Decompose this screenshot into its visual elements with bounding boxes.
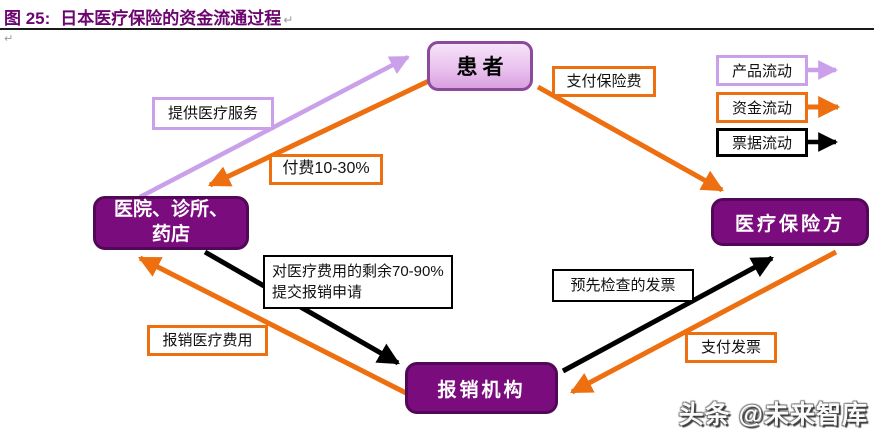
node-hospital-clinic-pharmacy: 医院、诊所、药店 (93, 196, 249, 250)
edge-label-prechecked-invoice: 预先检查的发票 (552, 269, 694, 302)
arrow-pay-premium (536, 84, 724, 193)
legend-item-product-flow: 产品流动 (716, 55, 808, 86)
paragraph-mark-icon: ↵ (4, 33, 14, 45)
node-reimbursement-agency: 报销机构 (405, 362, 558, 414)
figure-number: 图 25: (4, 9, 51, 28)
watermark: 头条 @未来智库 (679, 395, 868, 431)
figure-title: 图 25: 日本医疗保险的资金流通过程↵ (4, 4, 293, 29)
figure-title-text: 日本医疗保险的资金流通过程 (60, 9, 282, 28)
edge-label-pay-premium: 支付保险费 (552, 66, 656, 97)
arrow-pay-invoice (570, 249, 838, 395)
arrow-reimburse-fees (138, 255, 414, 399)
arrow-provide-services (138, 55, 410, 199)
title-divider (0, 28, 874, 30)
arrow-pay-10-30 (208, 76, 435, 188)
paragraph-mark-icon: ↵ (283, 13, 294, 27)
legend-item-bills-flow: 票据流动 (716, 128, 808, 157)
edge-label-pay-invoice: 支付发票 (685, 332, 777, 363)
edge-label-provide-services: 提供医疗服务 (152, 97, 274, 130)
arrow-prechecked-invoice (561, 255, 774, 374)
node-medical-insurer: 医疗保险方 (711, 198, 869, 246)
edge-label-submit-claim: 对医疗费用的剩余70-90%提交报销申请 (263, 255, 453, 309)
watermark-text: 头条 @未来智库 (678, 401, 868, 429)
edge-label-reimburse-fees: 报销医疗费用 (147, 325, 268, 356)
node-patient: 患者 (427, 41, 533, 91)
edge-label-pay-10-30: 付费10-30% (269, 154, 383, 185)
legend-item-funds-flow: 资金流动 (716, 92, 808, 123)
